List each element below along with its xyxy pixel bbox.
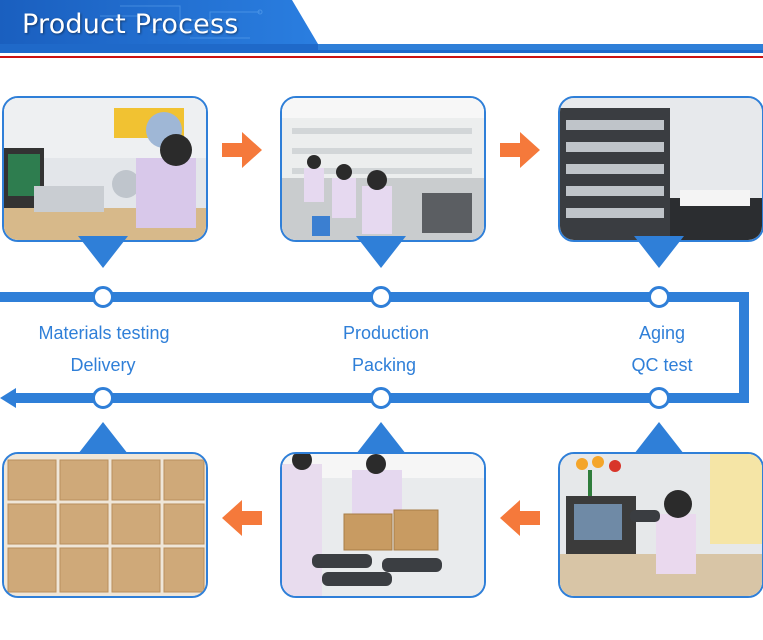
step-label-delivery: Delivery xyxy=(70,355,136,375)
pointer-down xyxy=(634,236,684,268)
step-node xyxy=(370,286,392,308)
step-node xyxy=(370,387,392,409)
orange-arrow-icon xyxy=(500,500,540,536)
orange-arrow-icon xyxy=(500,132,540,168)
pointer-down xyxy=(78,236,128,268)
pointer-up xyxy=(356,422,406,454)
step-label-materials-testing: Materials testing xyxy=(38,323,170,343)
step-node xyxy=(92,286,114,308)
flow-end-arrowhead xyxy=(0,388,16,408)
step-node xyxy=(648,286,670,308)
pointer-up xyxy=(634,422,684,454)
step-node xyxy=(648,387,670,409)
header-banner: Product Process xyxy=(0,0,763,58)
photo-materials-testing xyxy=(2,96,208,242)
pointer-up xyxy=(78,422,128,454)
photo-delivery xyxy=(2,452,208,598)
step-label-packing: Packing xyxy=(351,355,417,375)
photo-production xyxy=(280,96,486,242)
photo-aging xyxy=(558,96,763,242)
photo-packing xyxy=(280,452,486,598)
step-label-production: Production xyxy=(342,323,430,343)
header-band-graphic xyxy=(0,0,763,58)
step-node xyxy=(92,387,114,409)
pointer-down xyxy=(356,236,406,268)
page-title: Product Process xyxy=(22,9,239,40)
photo-qc-test xyxy=(558,452,763,598)
step-label-qc-test: QC test xyxy=(631,355,693,375)
step-label-aging: Aging xyxy=(638,323,686,343)
orange-arrow-icon xyxy=(222,500,262,536)
orange-arrow-icon xyxy=(222,132,262,168)
